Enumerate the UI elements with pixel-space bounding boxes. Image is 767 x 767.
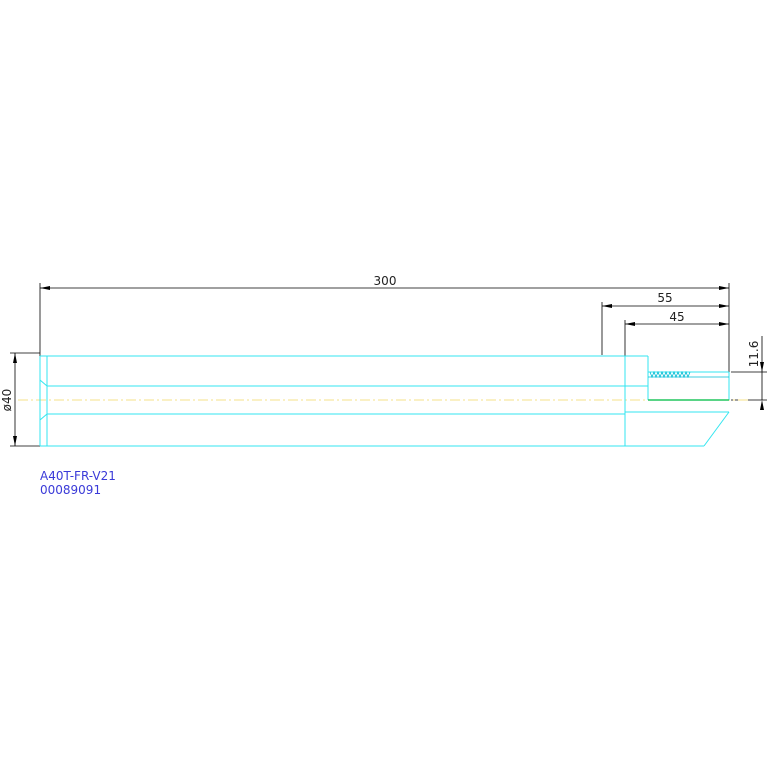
dimension-11-6: 11.6 [731,336,767,410]
arrow-down-icon [760,362,764,372]
arrow-left-icon [602,304,612,308]
left-bore-chamfer [39,379,48,421]
part-code-label: A40T-FR-V21 [40,469,116,483]
arrow-up-icon [760,400,764,410]
arrow-up-icon [13,353,17,363]
dimension-label-45: 45 [669,310,684,324]
dimension-label-diameter: ø40 [0,389,14,412]
dimension-label-55: 55 [657,291,672,305]
dimension-overall-length: 300 [39,274,730,372]
dimension-label-300: 300 [374,274,397,288]
dimension-55: 55 [601,291,729,355]
arrow-right-icon [719,322,729,326]
arrow-left-icon [40,286,50,290]
arrow-left-icon [625,322,635,326]
arrow-right-icon [719,304,729,308]
dimension-label-11-6: 11.6 [747,341,761,368]
rod-part-outline [39,355,730,447]
part-number-label: 00089091 [40,483,101,497]
dimension-45: 45 [624,310,729,356]
arrow-down-icon [13,436,17,446]
dimension-diameter: ø40 [0,352,40,447]
thread-teeth [649,370,691,379]
arrow-right-icon [719,286,729,290]
taper-edge [703,411,730,447]
